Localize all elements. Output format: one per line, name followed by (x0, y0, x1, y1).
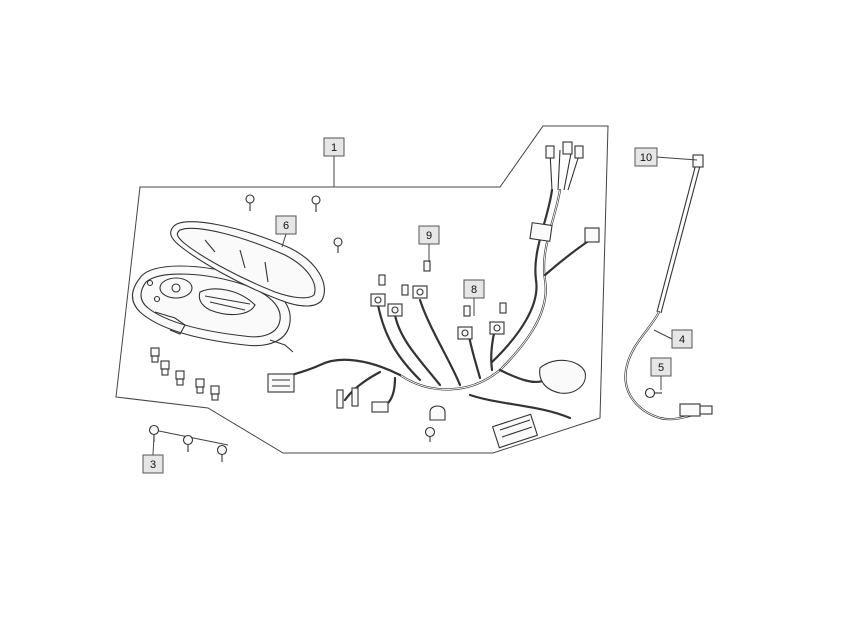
callout-label: 5 (658, 362, 664, 374)
assembly-outline (115, 125, 609, 454)
callout-label: 6 (283, 220, 289, 232)
callout-label: 1 (331, 142, 337, 154)
callout-10: 10 (634, 147, 658, 167)
callout-label: 10 (640, 152, 652, 164)
callout-label: 9 (426, 230, 432, 242)
speedometer-cable (624, 154, 713, 421)
callout-9: 9 (418, 225, 440, 245)
leader-lines (152, 156, 698, 456)
callout-1: 1 (323, 137, 345, 157)
callout-label: 4 (679, 334, 685, 346)
callout-3: 3 (142, 454, 164, 474)
bulb-sockets-left (150, 347, 220, 401)
lens-screws (245, 194, 343, 253)
callout-5: 5 (650, 357, 672, 377)
callout-label: 3 (150, 459, 156, 471)
callout-4: 4 (671, 329, 693, 349)
callout-6: 6 (275, 215, 297, 235)
wiring-harness (267, 141, 600, 449)
cluster-lens (170, 221, 325, 307)
callout-8: 8 (463, 279, 485, 299)
callout-label: 8 (471, 284, 477, 296)
